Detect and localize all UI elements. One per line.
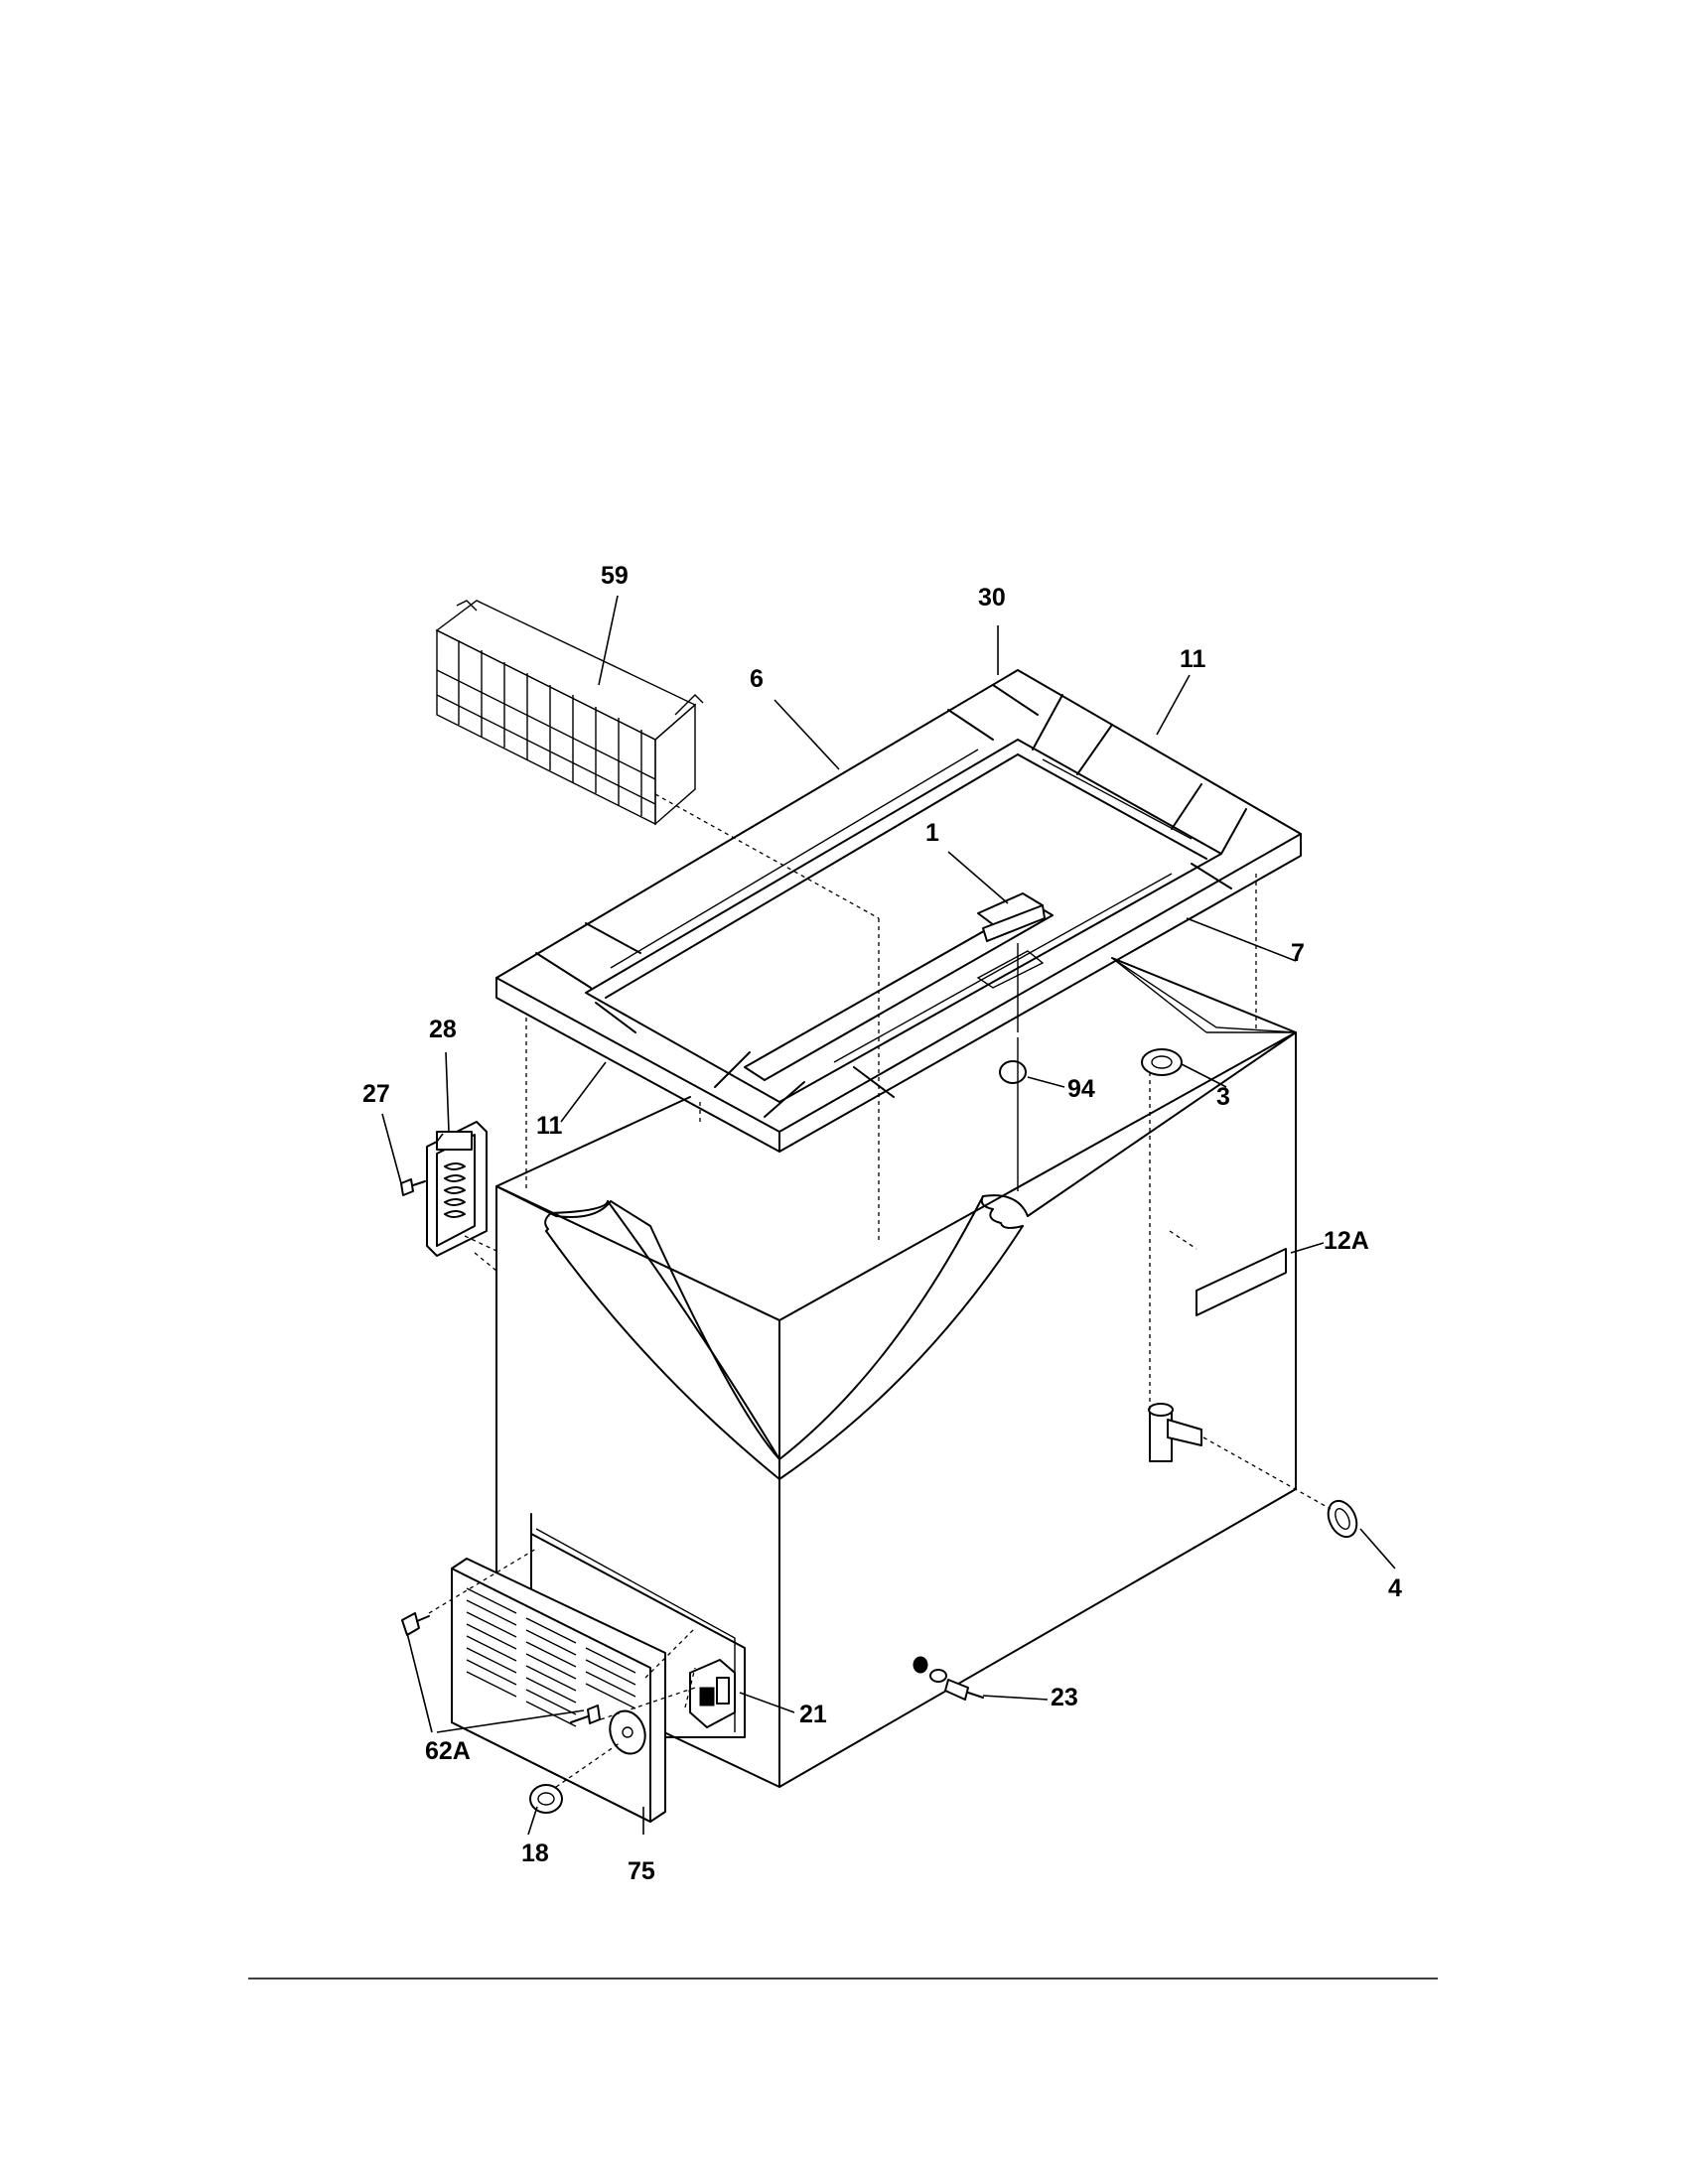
label-plate [1196,1248,1287,1316]
label-12a: 12A [1324,1227,1369,1255]
toe-grille [451,1513,746,1823]
drain-assembly [1141,1048,1358,1539]
assembly-guide-lines [428,793,1332,1788]
label-3: 3 [1216,1083,1230,1111]
leveling-leg [913,1656,984,1701]
label-6: 6 [750,665,764,693]
thermostat-control [689,1659,736,1728]
label-1: 1 [925,819,939,847]
label-23: 23 [1051,1684,1078,1711]
lid-hinge [426,1121,488,1257]
label-7: 7 [1291,939,1305,967]
label-11-left: 11 [536,1112,563,1140]
label-27: 27 [362,1080,390,1108]
label-4: 4 [1388,1574,1402,1602]
label-94: 94 [1067,1075,1095,1103]
control-knob [529,1784,563,1814]
leader-lines [381,595,1396,1836]
label-75: 75 [628,1857,655,1885]
callout-labels: 59 30 6 11 1 7 28 27 11 94 3 12A 4 21 23… [362,562,1402,1885]
label-28: 28 [429,1016,457,1043]
label-11-top: 11 [1180,645,1206,673]
hinge-screw [400,1178,426,1196]
wire-basket [435,600,704,826]
label-59: 59 [601,562,629,590]
label-21: 21 [799,1701,827,1728]
label-18: 18 [521,1840,549,1867]
label-62a: 62A [425,1737,471,1765]
label-30: 30 [978,584,1006,612]
grille-screws [401,1612,601,1724]
lid-gasket-frame [495,669,1302,1153]
